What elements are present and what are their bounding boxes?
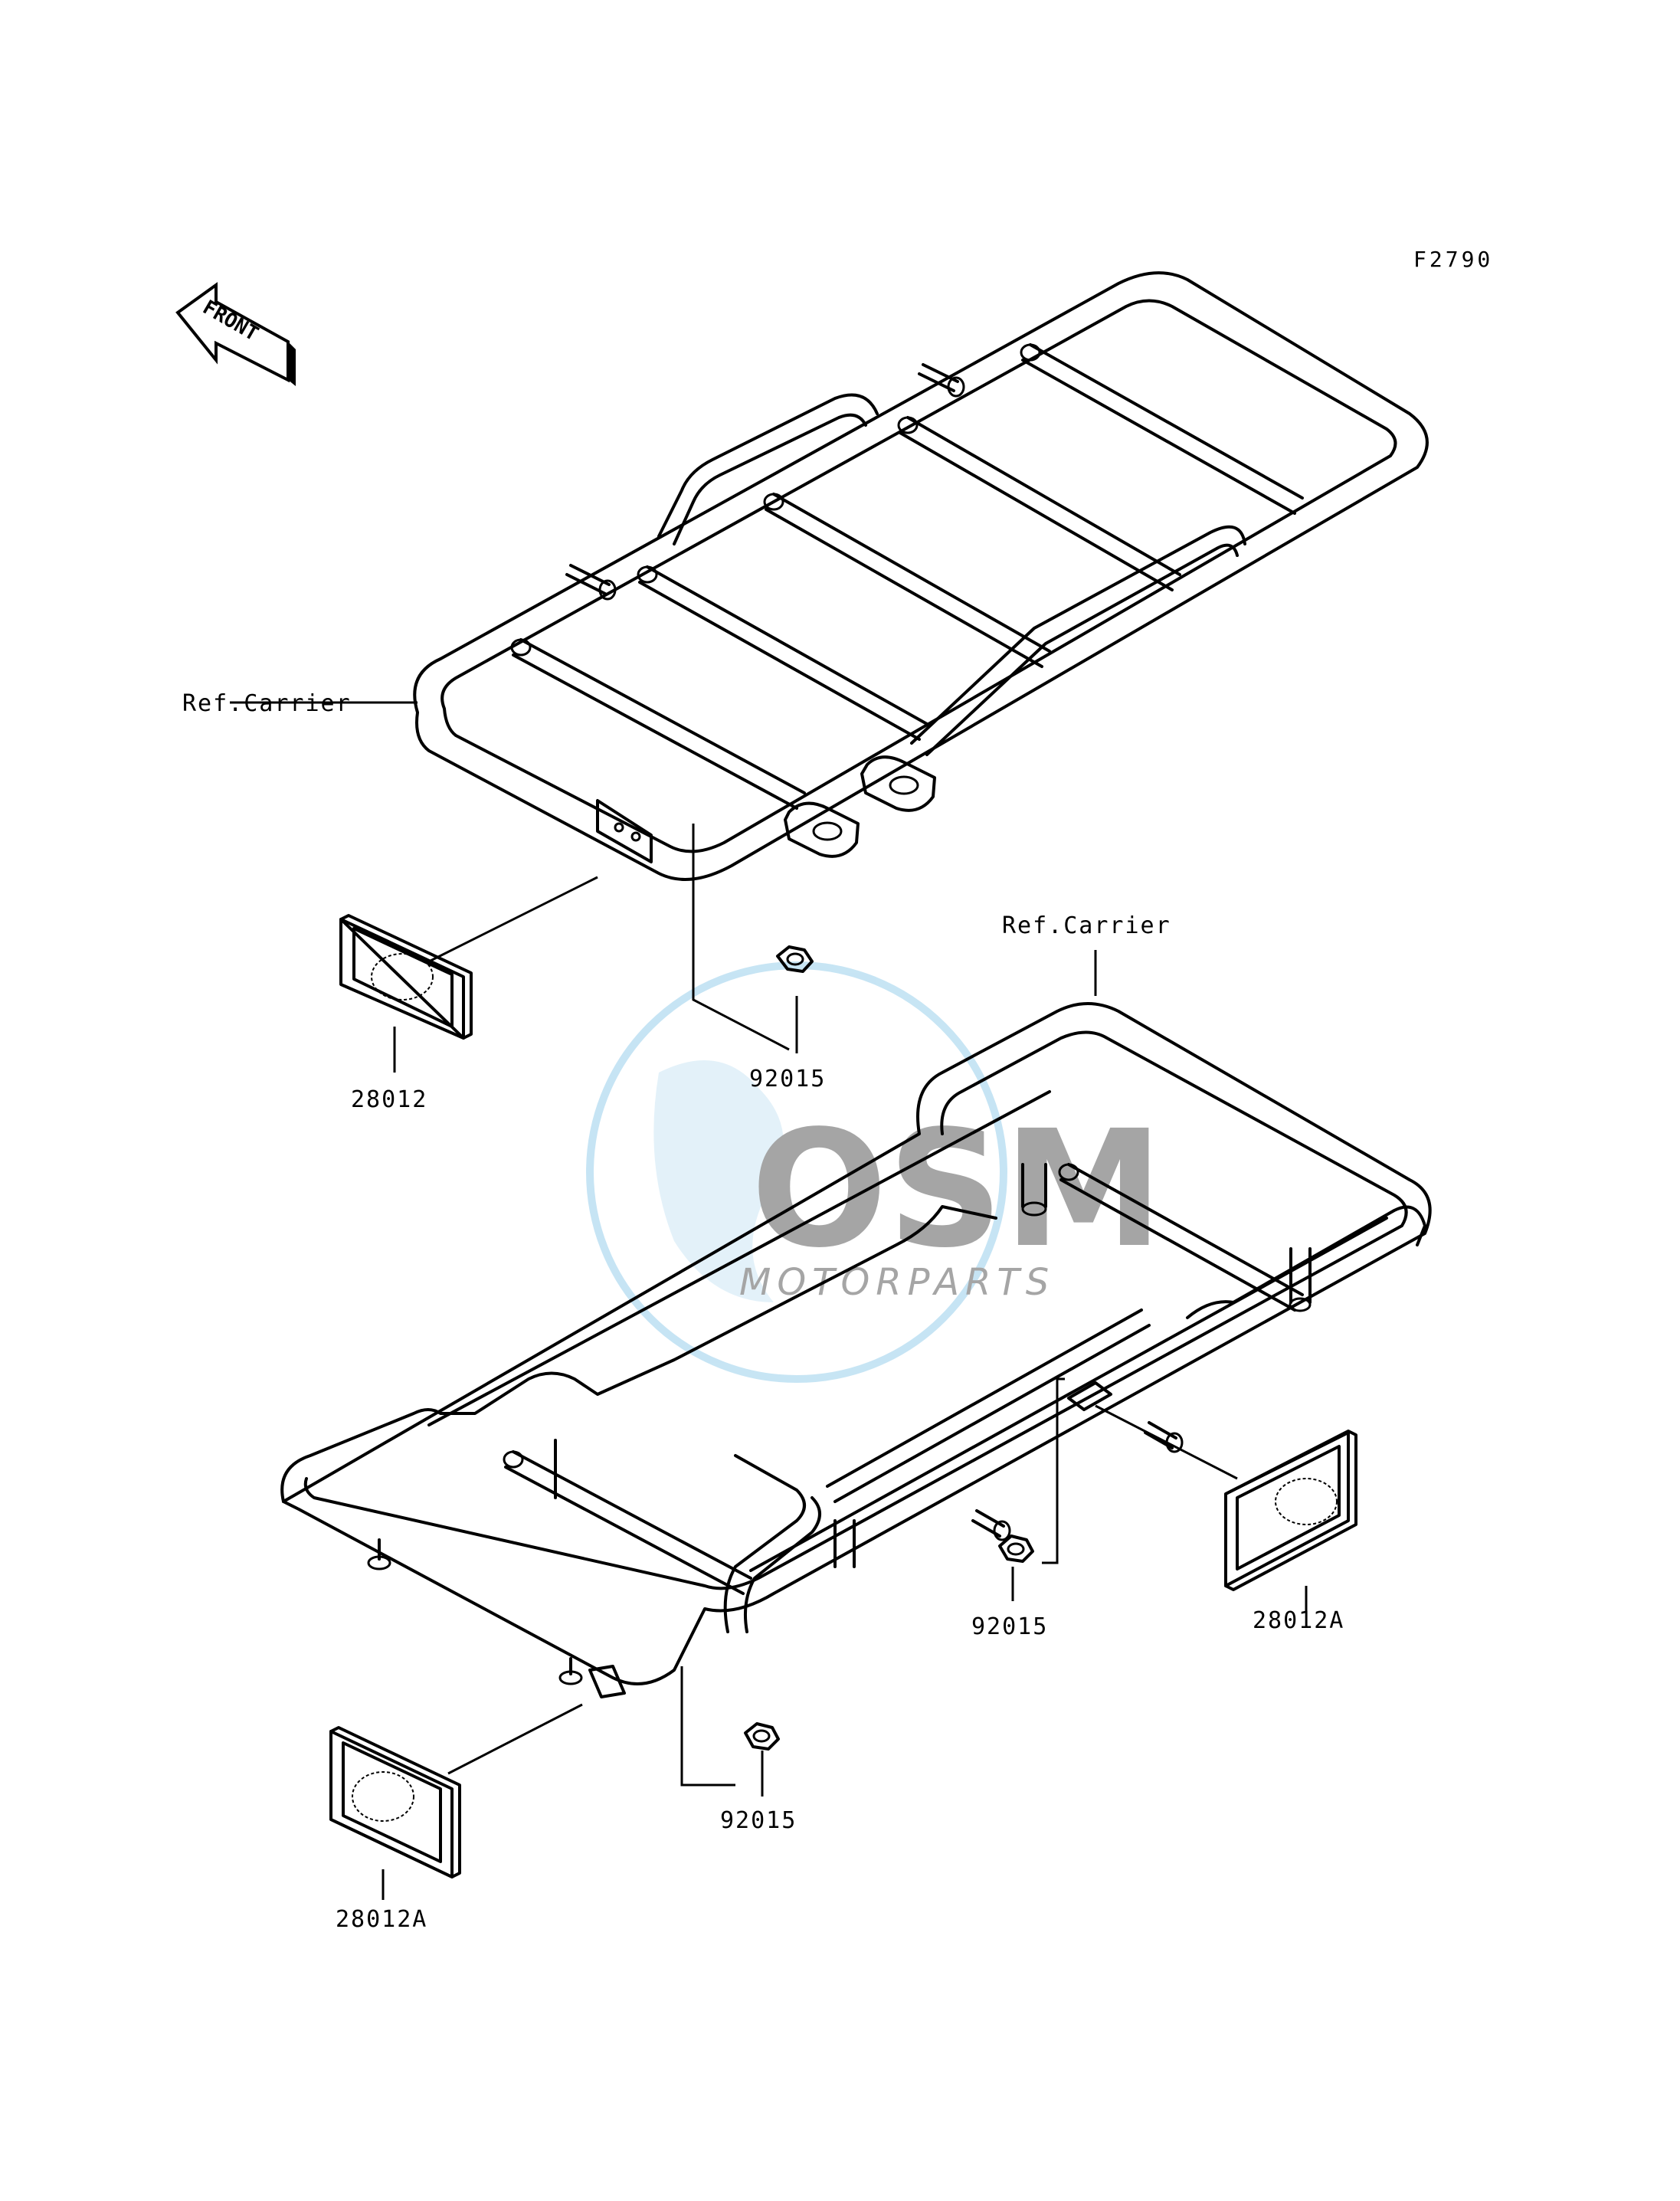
- front-carrier: [413, 271, 1429, 881]
- watermark-brand: OSM: [751, 1096, 1164, 1283]
- nut-92015-rear-right: [998, 1534, 1034, 1563]
- reflector-28012A-left: [329, 1726, 461, 1878]
- front-arrow-icon: FRONT: [175, 282, 296, 386]
- label-ref-carrier-front: Ref.Carrier: [182, 690, 352, 717]
- reflector-28012: [339, 914, 473, 1040]
- label-92015-rear-left: 92015: [720, 1807, 797, 1834]
- label-92015-front: 92015: [749, 1066, 826, 1092]
- label-ref-carrier-rear: Ref.Carrier: [1002, 912, 1171, 939]
- label-28012A-left: 28012A: [336, 1906, 427, 1933]
- diagram-code: F2790: [1413, 247, 1493, 272]
- watermark: OSM MOTORPARTS: [586, 961, 1164, 1383]
- label-28012A-right: 28012A: [1253, 1607, 1344, 1634]
- label-92015-rear-right: 92015: [971, 1613, 1048, 1640]
- reflector-28012A-right: [1224, 1430, 1357, 1591]
- rear-carrier: [280, 1002, 1432, 1698]
- nut-92015-rear-left: [744, 1722, 780, 1751]
- nut-92015-front: [776, 945, 814, 973]
- watermark-sub: MOTORPARTS: [739, 1261, 1055, 1304]
- label-28012: 28012: [351, 1086, 427, 1113]
